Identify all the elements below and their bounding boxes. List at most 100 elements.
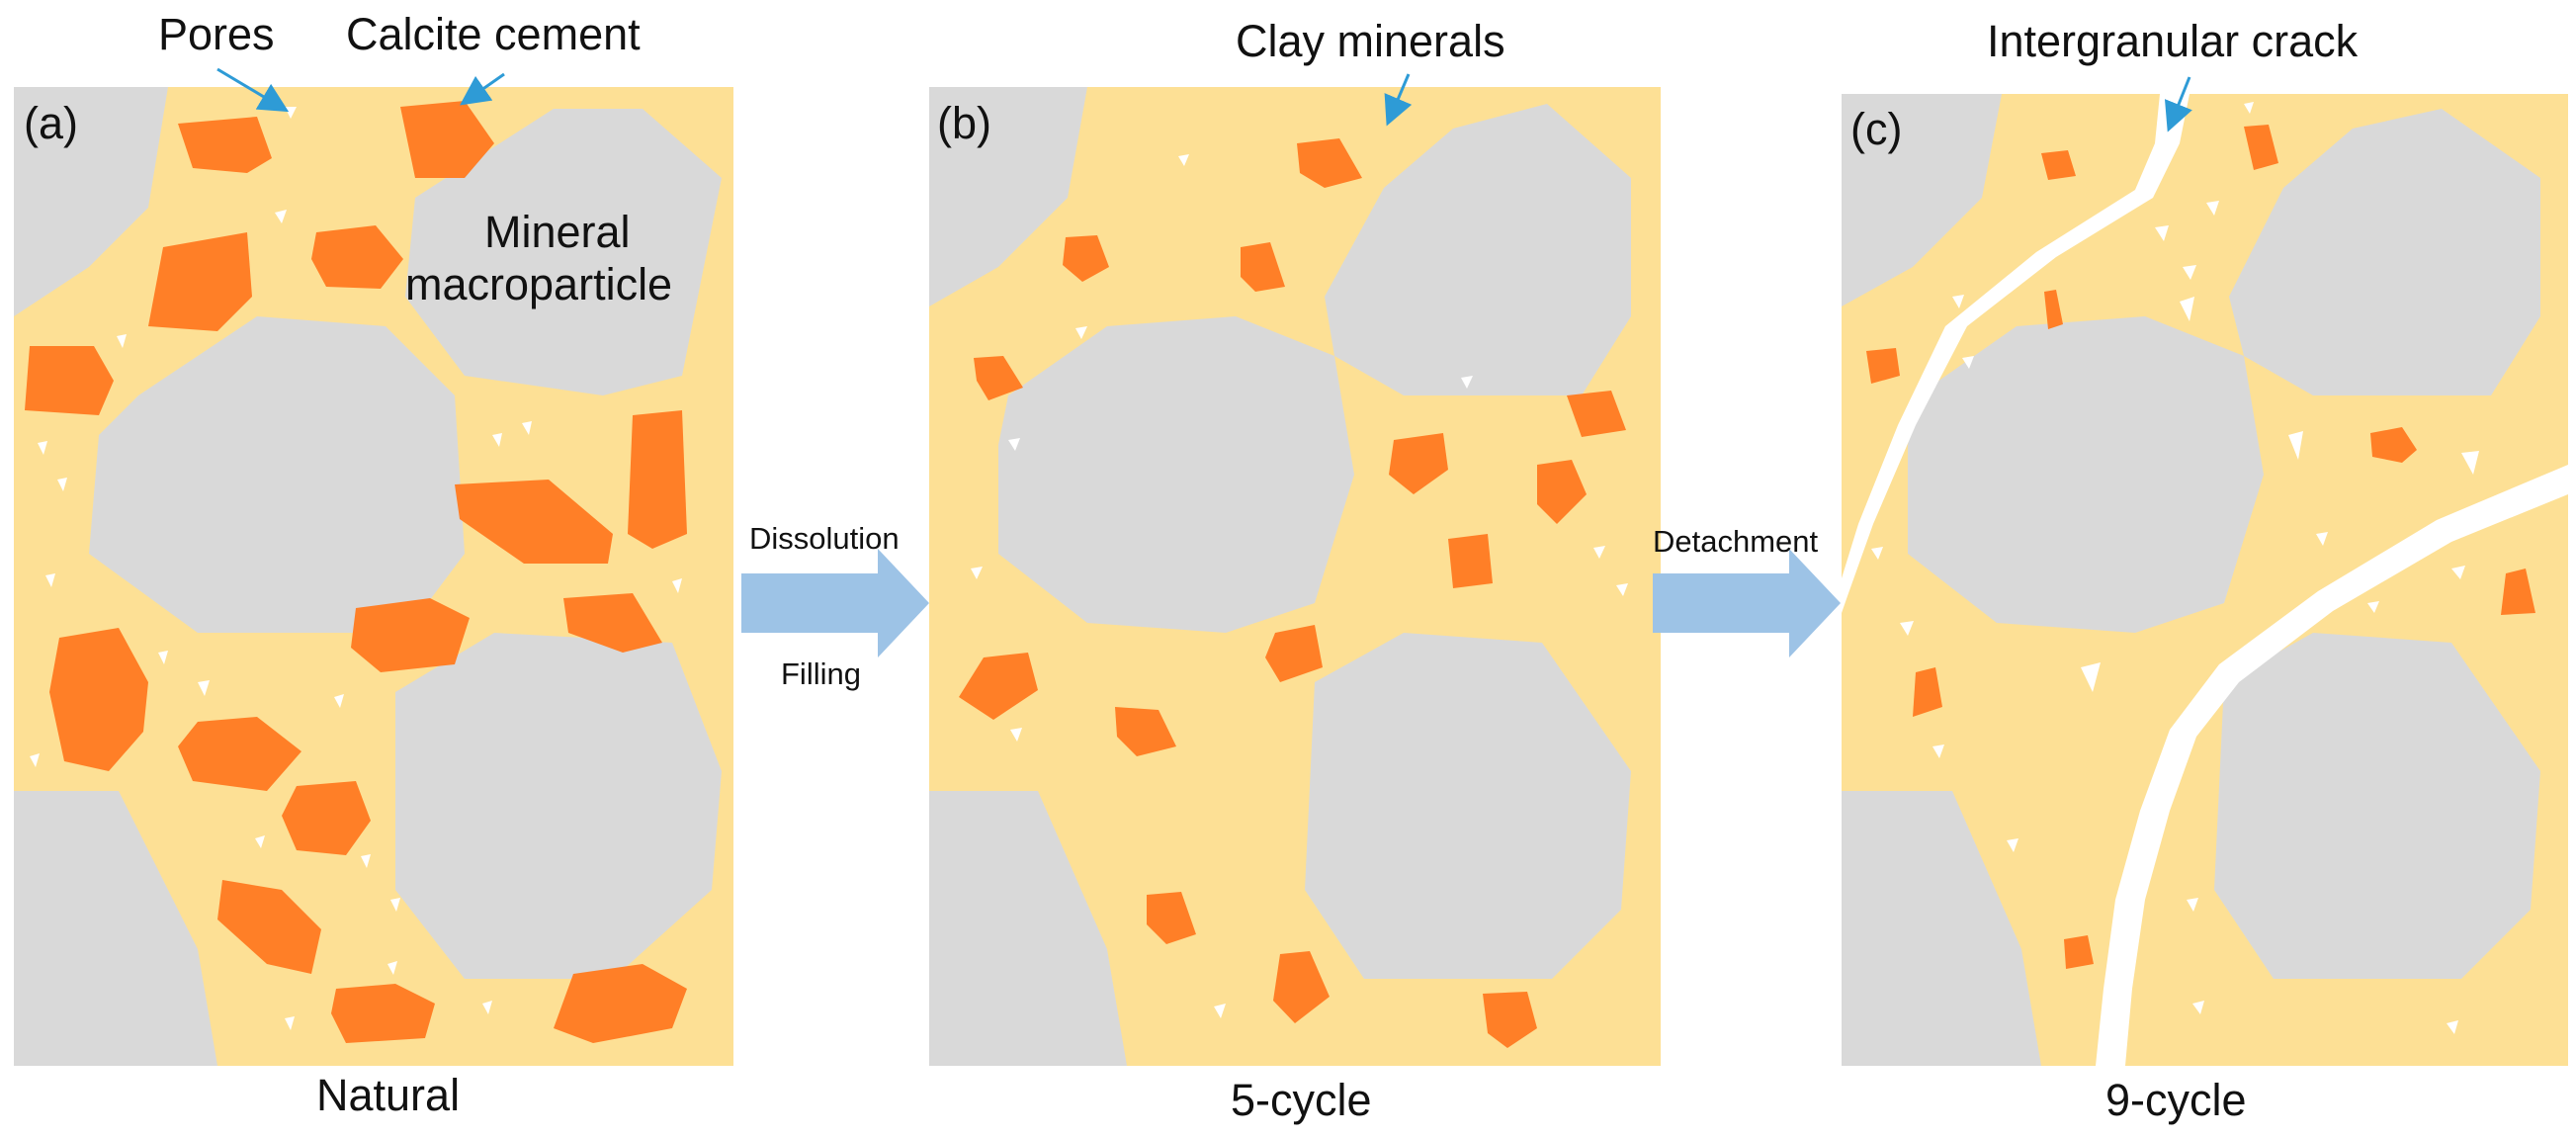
pore xyxy=(57,478,67,491)
pore xyxy=(2461,451,2479,475)
macroparticle-label: macroparticle xyxy=(405,259,672,309)
process-arrow-2 xyxy=(1653,549,1841,657)
calcite-grain xyxy=(1297,138,1362,188)
panel-b-caption: 5-cycle xyxy=(1231,1075,1372,1125)
filling-label: Filling xyxy=(781,657,861,691)
calcite-grain xyxy=(178,117,272,173)
panel-c xyxy=(1842,94,2568,1066)
calcite-cement-label: Calcite cement xyxy=(346,9,641,59)
mineral-particle xyxy=(1842,94,2002,306)
pore xyxy=(2206,201,2219,216)
calcite-grain xyxy=(2501,569,2535,615)
pore xyxy=(334,694,344,708)
calcite-grain xyxy=(1273,951,1330,1023)
pore xyxy=(522,421,532,435)
calcite-grain xyxy=(282,781,371,855)
calcite-grain xyxy=(1063,235,1109,282)
intergranular-crack xyxy=(1842,94,2190,613)
mineral-particle xyxy=(929,791,1127,1066)
pore xyxy=(1952,295,1964,308)
clay-minerals-label: Clay minerals xyxy=(1236,16,1505,66)
calcite-grain xyxy=(148,232,252,331)
pore xyxy=(2316,532,2328,546)
pore xyxy=(2447,1020,2458,1034)
panel-c-mineral-particles xyxy=(1842,94,2540,1066)
panel-a-calcite-cement xyxy=(25,101,687,1043)
calcite-grain xyxy=(1537,460,1587,524)
mineral-particle xyxy=(405,109,722,395)
calcite-grain xyxy=(628,410,687,549)
calcite-grain xyxy=(1147,892,1196,944)
detachment-arrow xyxy=(1653,549,1841,657)
panel-a xyxy=(14,87,733,1066)
calcite-grain xyxy=(1241,242,1285,292)
mineral-particle xyxy=(929,87,1087,306)
calcite-grain xyxy=(331,984,435,1043)
pore xyxy=(1962,356,1974,369)
pore xyxy=(1616,583,1628,596)
intergranular-crack xyxy=(2096,465,2568,1066)
pore xyxy=(1593,546,1605,559)
calcite-grain xyxy=(1115,707,1176,756)
calcite-grain xyxy=(455,480,613,564)
pore xyxy=(2180,297,2194,321)
panel-c-caption: 9-cycle xyxy=(2105,1075,2247,1125)
pore xyxy=(2183,265,2196,280)
panel-b-mineral-particles xyxy=(929,87,1631,1066)
pore xyxy=(117,334,127,348)
pore xyxy=(285,1016,295,1030)
pores-pointer xyxy=(216,67,290,113)
panel-b xyxy=(929,87,1661,1066)
calcite-grain xyxy=(974,356,1023,400)
calcite-grain xyxy=(2244,125,2278,170)
pore xyxy=(2451,566,2465,579)
clay-pointer xyxy=(1384,73,1413,127)
pore xyxy=(2244,102,2254,114)
calcite-grain xyxy=(1567,391,1626,437)
mineral-particle xyxy=(395,633,722,979)
pore xyxy=(390,898,400,912)
panel-a-tag: (a) xyxy=(24,98,78,148)
calcite-grain xyxy=(351,598,470,672)
pore xyxy=(1932,744,1944,758)
calcite-grain xyxy=(2044,290,2063,329)
panel-a-pores xyxy=(30,107,682,1030)
pore xyxy=(2187,898,2198,912)
calcite-grain xyxy=(400,101,494,178)
pore xyxy=(482,1001,492,1014)
pore xyxy=(1461,376,1473,389)
calcite-grain xyxy=(1913,667,1942,717)
pore xyxy=(255,835,265,848)
calcite-grain xyxy=(2064,935,2094,969)
panel-c-intergranular-cracks xyxy=(1842,94,2568,1066)
pore xyxy=(2081,662,2101,692)
pore xyxy=(1214,1004,1226,1018)
panel-c-calcite-cement xyxy=(1866,125,2535,969)
pore xyxy=(45,573,55,587)
mineral-particle xyxy=(2229,109,2540,395)
pore xyxy=(275,210,287,223)
panel-b-calcite-cement xyxy=(959,138,1626,1048)
pore xyxy=(1178,154,1189,166)
panel-a-mineral-particles xyxy=(14,87,722,1066)
calcite-grain xyxy=(1483,992,1537,1048)
dissolution-filling-arrow xyxy=(741,549,929,657)
labels: Pores Calcite cement Mineral macropartic… xyxy=(24,9,2359,1125)
dissolution-label: Dissolution xyxy=(749,521,900,556)
pore xyxy=(971,567,983,579)
calcite-grain xyxy=(1389,433,1448,494)
calcite-grain xyxy=(217,880,321,974)
calcite-grain xyxy=(1265,625,1323,682)
calcite-grain xyxy=(25,346,114,415)
detachment-label: Detachment xyxy=(1653,524,1819,559)
pore xyxy=(361,854,371,868)
mineral-particle xyxy=(1305,633,1631,979)
mineral-particle xyxy=(14,791,217,1066)
process-arrow-1 xyxy=(741,549,929,657)
pore xyxy=(158,651,168,664)
calcite-grain xyxy=(959,653,1038,720)
panel-c-tag: (c) xyxy=(1850,104,1902,154)
calcite-grain xyxy=(1448,534,1493,588)
pore xyxy=(30,753,40,767)
